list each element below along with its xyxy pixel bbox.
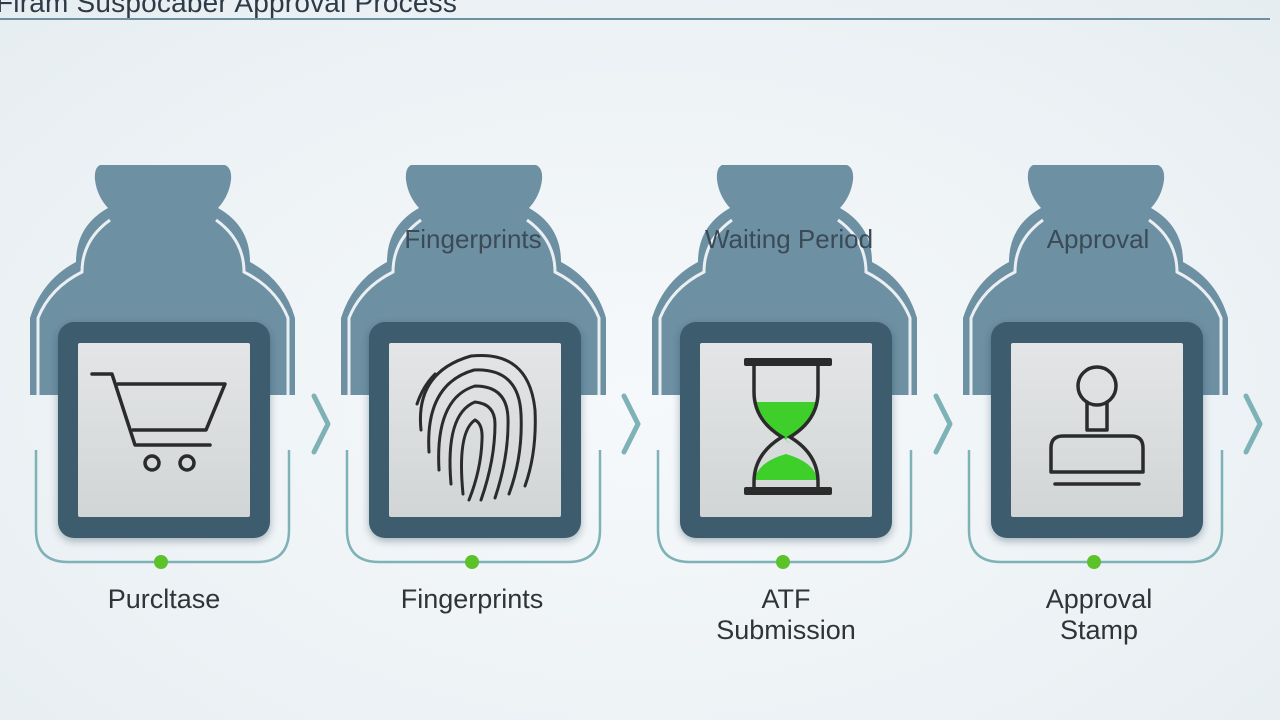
step-dot	[1087, 555, 1101, 569]
stamp-icon	[1049, 365, 1145, 486]
step-bottom-label: Approval Stamp	[1045, 584, 1153, 645]
step-bottom-label: Fingerprints	[400, 584, 544, 614]
step-top-label: Fingerprints	[404, 224, 542, 254]
title-divider	[0, 18, 1270, 20]
icon-tile	[389, 343, 561, 517]
step-approval-stamp	[963, 165, 1228, 569]
shopping-cart-icon	[90, 372, 227, 472]
step-top-label: Waiting Period	[704, 224, 874, 254]
page-title: Firam Suspocaber Approval Process	[0, 0, 458, 18]
chevron-right-icon	[933, 393, 953, 455]
step-fingerprints	[341, 165, 606, 569]
step-dot	[154, 555, 168, 569]
hourglass-icon	[744, 358, 832, 495]
step-dot	[776, 555, 790, 569]
chevron-right-icon	[1243, 393, 1263, 455]
step-bottom-label: ATF Submission	[716, 584, 856, 645]
fingerprint-icon	[415, 353, 537, 502]
step-purchase	[30, 165, 295, 569]
chevron-right-icon	[621, 393, 641, 455]
step-top-label: Approval	[1046, 224, 1150, 254]
step-atf-submission	[652, 165, 917, 569]
chevron-right-icon	[311, 393, 331, 455]
step-bottom-label: Purcltase	[107, 584, 221, 614]
step-dot	[465, 555, 479, 569]
